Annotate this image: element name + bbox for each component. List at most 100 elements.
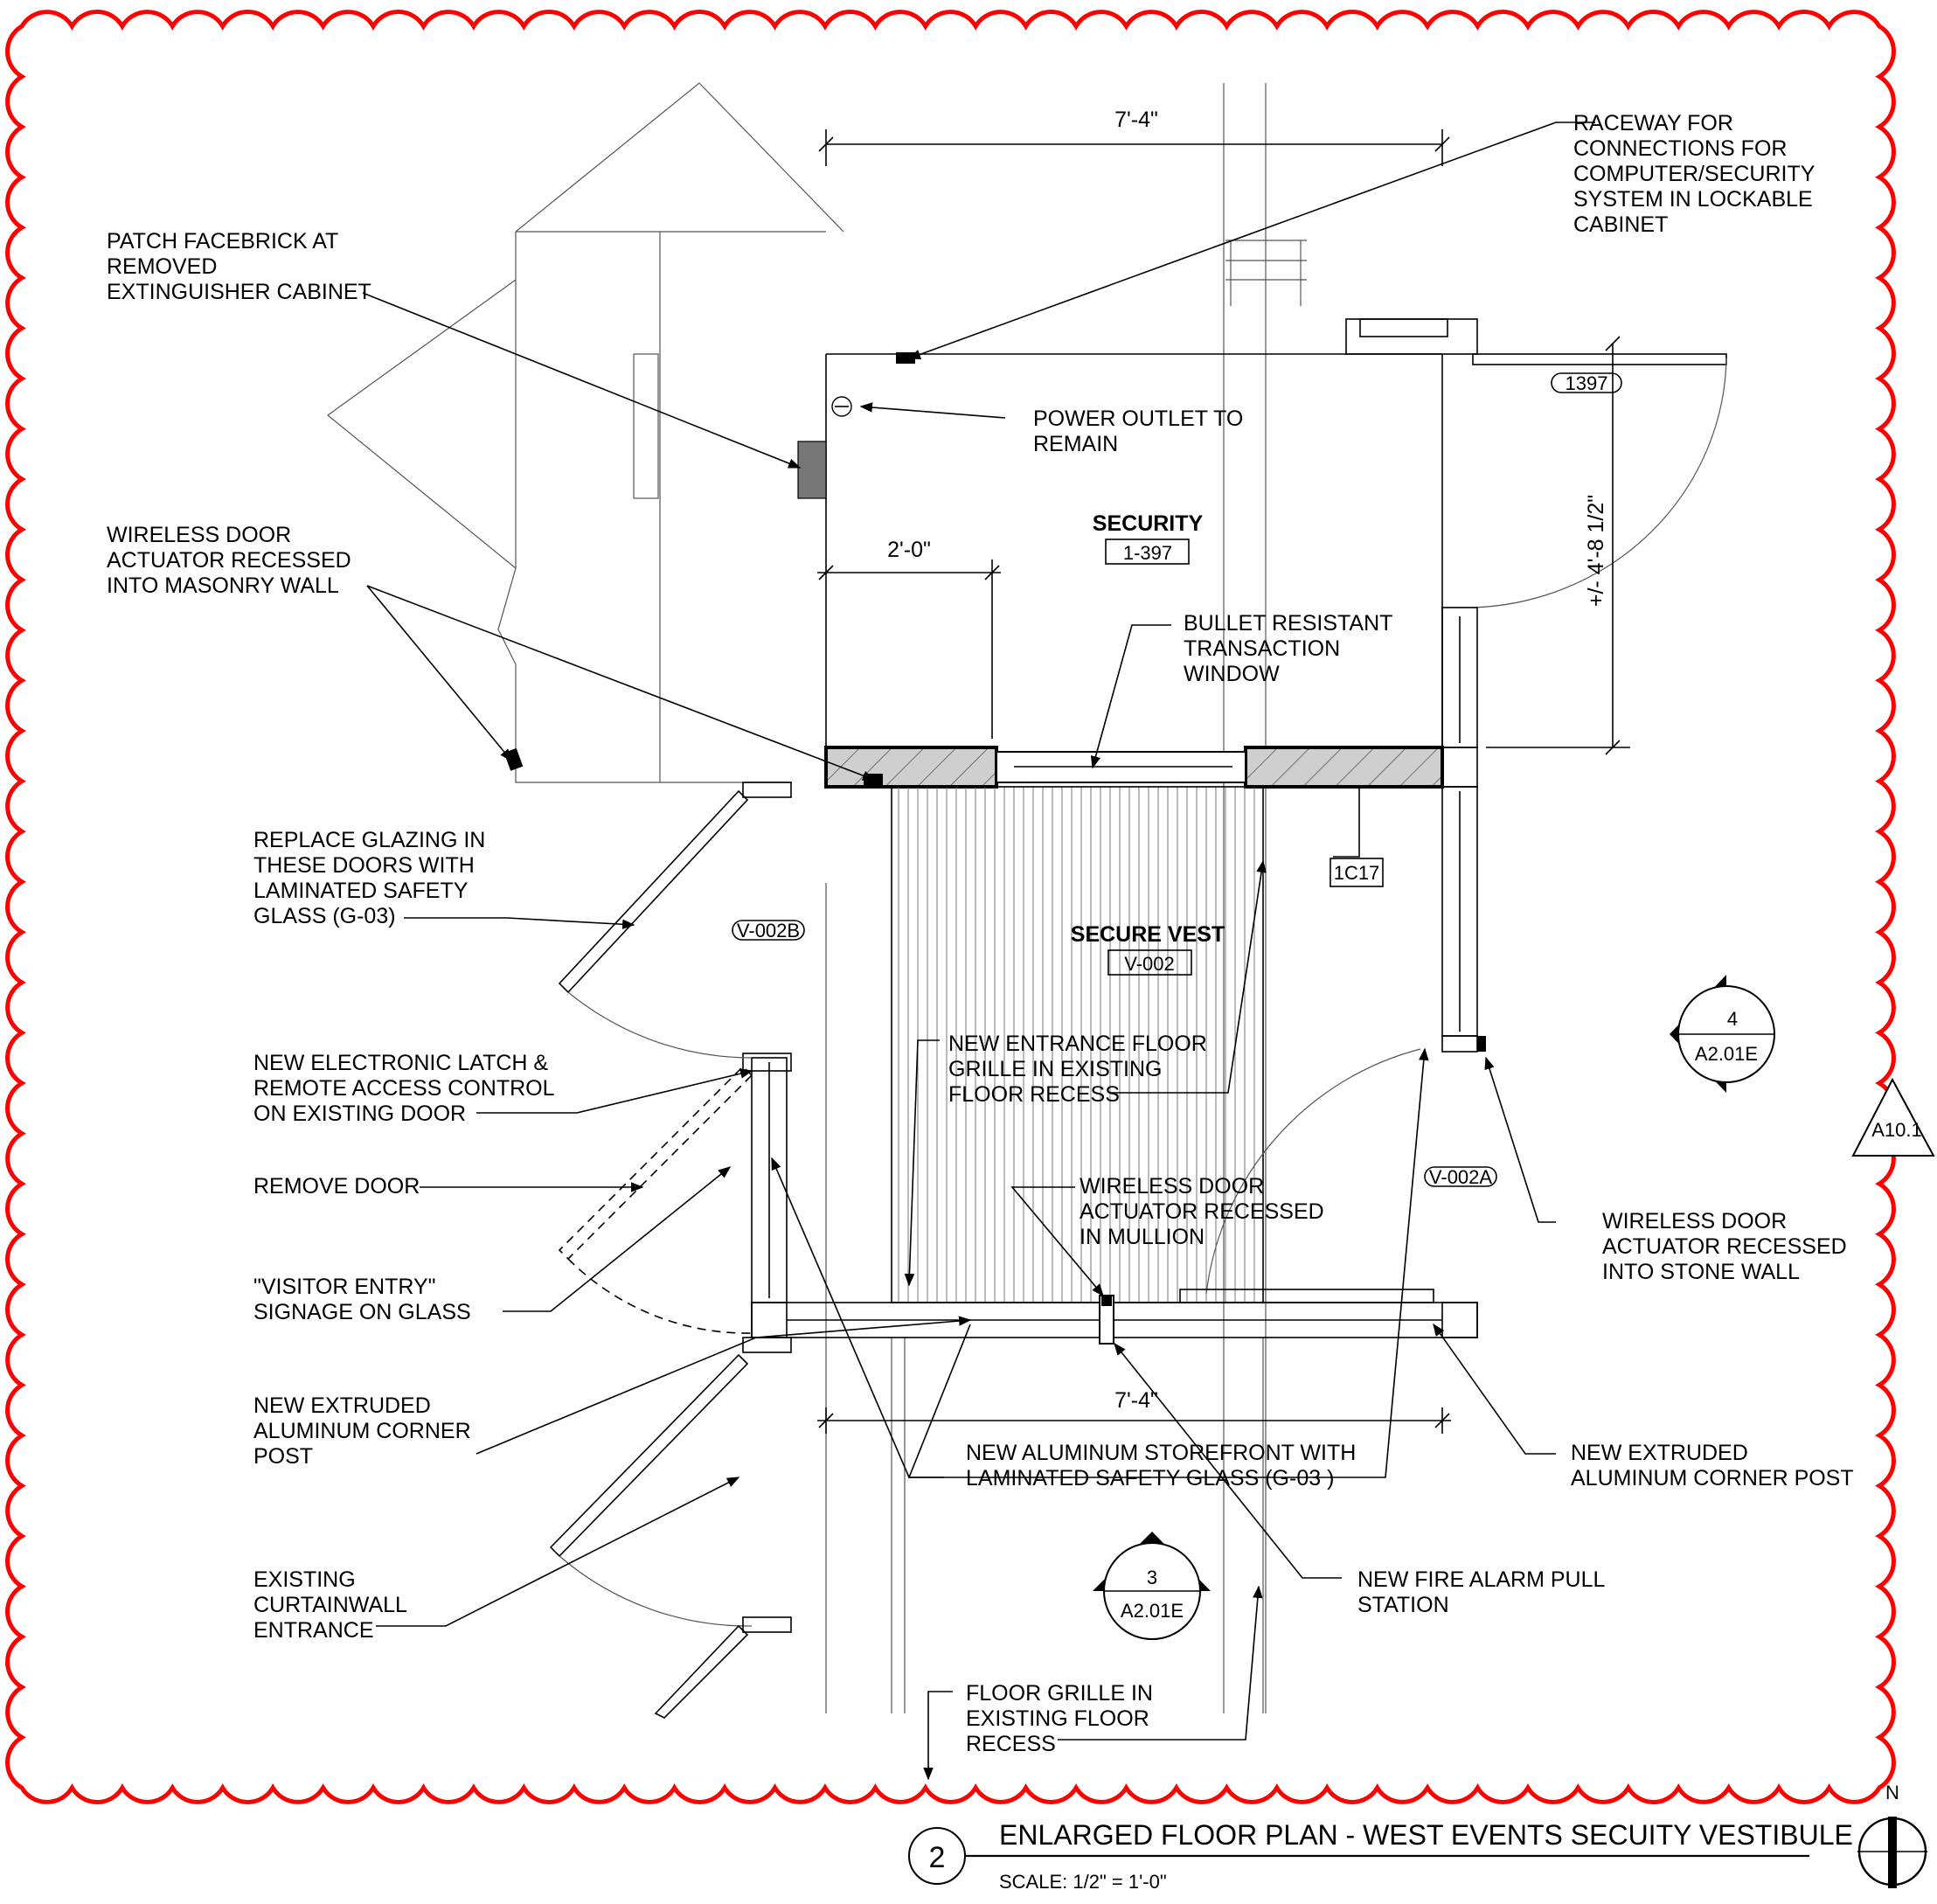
note-line: GRILLE IN EXISTING bbox=[948, 1057, 1163, 1081]
note-line: EXISTING FLOOR bbox=[966, 1706, 1149, 1731]
note-line: LAMINATED SAFETY bbox=[253, 879, 469, 903]
note-line: WINDOW bbox=[1184, 662, 1280, 686]
note-line: IN MULLION bbox=[1080, 1225, 1205, 1249]
title-block: 2 ENLARGED FLOOR PLAN - WEST EVENTS SECU… bbox=[908, 1819, 1853, 1893]
note-line: REMOVED bbox=[107, 254, 217, 279]
actuator-masonry-wall bbox=[503, 747, 524, 771]
note-line: ALUMINUM CORNER POST bbox=[1571, 1466, 1854, 1491]
room-number-secure-vest: V-002 bbox=[1124, 953, 1175, 975]
drawing-scale: SCALE: 1/2" = 1'-0" bbox=[999, 1871, 1167, 1893]
note-line: ACTUATOR RECESSED bbox=[1602, 1234, 1847, 1259]
note-line: LAMINATED SAFETY GLASS (G-03 ) bbox=[966, 1466, 1334, 1491]
note-line: INTO STONE WALL bbox=[1602, 1260, 1800, 1284]
note-line: STATION bbox=[1357, 1593, 1449, 1617]
elevation-marker: A10.1 bbox=[1851, 1077, 1935, 1157]
section-east-sheet: A2.01E bbox=[1695, 1043, 1758, 1065]
security-room bbox=[825, 318, 1727, 748]
north-label: N bbox=[1885, 1782, 1899, 1803]
revision-cloud bbox=[5, 10, 1896, 1804]
tag-1c17-text: 1C17 bbox=[1334, 862, 1380, 884]
room-tag-security: SECURITY 1-397 bbox=[1093, 511, 1204, 565]
note-line: RECESS bbox=[966, 1732, 1056, 1756]
note-line: GLASS (G-03) bbox=[253, 904, 396, 928]
dim-window-offset: 2'-0" bbox=[887, 538, 931, 562]
section-south-number: 3 bbox=[1147, 1567, 1157, 1588]
room-name-secure-vest: SECURE VEST bbox=[1071, 922, 1225, 947]
note-remove-door: REMOVE DOOR bbox=[253, 1174, 420, 1199]
note-line: FLOOR GRILLE IN bbox=[966, 1681, 1153, 1706]
note-line: ON EXISTING DOOR bbox=[253, 1101, 466, 1126]
note-line: THESE DOORS WITH bbox=[253, 853, 475, 878]
note-line: "VISITOR ENTRY" bbox=[253, 1275, 436, 1299]
existing-construction bbox=[327, 82, 1307, 1713]
north-arrow: N bbox=[1857, 1782, 1927, 1888]
room-name-security: SECURITY bbox=[1093, 511, 1204, 536]
note-line: WIRELESS DOOR bbox=[1602, 1209, 1787, 1233]
entrance-floor-grille bbox=[891, 786, 1264, 1303]
note-line: NEW ELECTRONIC LATCH & bbox=[253, 1051, 548, 1075]
hatched-wall-right bbox=[1244, 746, 1444, 789]
elevation-sheet: A10.1 bbox=[1871, 1119, 1922, 1141]
note-line: INTO MASONRY WALL bbox=[107, 573, 339, 598]
tag-v002a-text: V-002A bbox=[1429, 1166, 1492, 1188]
note-line: ACTUATOR RECESSED bbox=[107, 548, 351, 573]
note-line: ENTRANCE bbox=[253, 1618, 374, 1643]
steel-beam-symbol bbox=[1225, 240, 1307, 306]
note-line: RACEWAY FOR bbox=[1573, 111, 1733, 136]
note-line: EXTINGUISHER CABINET bbox=[107, 280, 371, 304]
note-line: REPLACE GLAZING IN bbox=[253, 828, 485, 852]
note-line: PATCH FACEBRICK AT bbox=[107, 229, 338, 254]
section-east-number: 4 bbox=[1727, 1008, 1738, 1030]
drawing-number: 2 bbox=[929, 1841, 946, 1874]
hatched-wall-left bbox=[824, 746, 998, 789]
room-tag-secure-vest: SECURE VEST V-002 bbox=[1071, 922, 1225, 976]
note-line: WIRELESS DOOR bbox=[107, 523, 291, 547]
tag-v002a: V-002A bbox=[1424, 1166, 1497, 1188]
dim-top-width: 7'-4" bbox=[1114, 108, 1158, 132]
tag-1397-text: 1397 bbox=[1566, 372, 1608, 394]
note-line: ACTUATOR RECESSED bbox=[1080, 1199, 1324, 1224]
actuator-window-jamb bbox=[864, 774, 883, 787]
note-line: CABINET bbox=[1573, 212, 1668, 237]
tag-v002b-text: V-002B bbox=[737, 920, 800, 942]
section-marker-east: 4 A2.01E bbox=[1670, 975, 1775, 1093]
note-line: SYSTEM IN LOCKABLE bbox=[1573, 187, 1813, 212]
tag-1c17: 1C17 bbox=[1330, 858, 1384, 887]
note-line: NEW ALUMINUM STOREFRONT WITH bbox=[966, 1441, 1356, 1465]
note-line: REMOTE ACCESS CONTROL bbox=[253, 1076, 555, 1101]
patch-facebrick bbox=[797, 441, 827, 499]
note-line: BULLET RESISTANT bbox=[1184, 611, 1392, 636]
room-number-security: 1-397 bbox=[1123, 542, 1172, 564]
section-marker-south: 3 A2.01E bbox=[1093, 1532, 1211, 1640]
note-line: POWER OUTLET TO bbox=[1033, 407, 1243, 431]
note-line: SIGNAGE ON GLASS bbox=[253, 1300, 471, 1324]
note-line: CONNECTIONS FOR bbox=[1573, 136, 1787, 161]
note-line: POST bbox=[253, 1444, 313, 1469]
note-line: TRANSACTION bbox=[1184, 636, 1340, 661]
security-front-wall bbox=[824, 746, 1478, 789]
note-visitor-entry: "VISITOR ENTRY"SIGNAGE ON GLASS bbox=[253, 1275, 471, 1324]
note-line: NEW EXTRUDED bbox=[1571, 1441, 1748, 1465]
note-line: REMOVE DOOR bbox=[253, 1174, 420, 1199]
tag-v002b: V-002B bbox=[732, 920, 805, 942]
note-line: COMPUTER/SECURITY bbox=[1573, 162, 1816, 186]
tag-1397: 1397 bbox=[1551, 372, 1622, 394]
section-south-sheet: A2.01E bbox=[1121, 1600, 1184, 1622]
devices bbox=[503, 352, 915, 787]
